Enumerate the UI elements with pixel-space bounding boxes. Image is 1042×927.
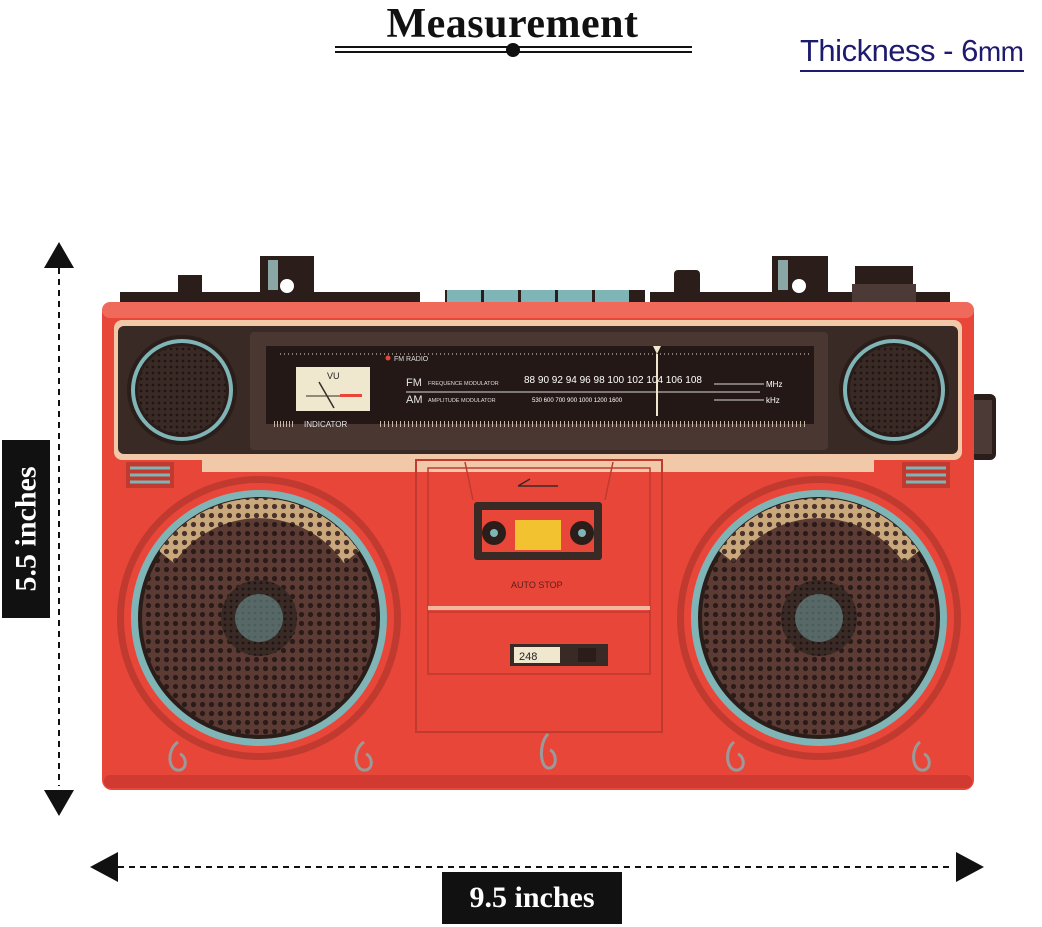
am-scale-text: 530 600 700 900 1000 1200 1600 bbox=[532, 398, 623, 404]
counter-text: 248 bbox=[519, 651, 537, 663]
thickness-value: 6 bbox=[961, 33, 978, 68]
vu-text: VU bbox=[327, 371, 340, 381]
tweeter-left bbox=[127, 335, 237, 445]
height-label: 5.5 inches bbox=[2, 440, 50, 618]
title-underline bbox=[335, 43, 692, 57]
tweeter-right bbox=[839, 335, 949, 445]
thickness-label: Thickness - 6mm bbox=[800, 34, 1024, 72]
woofer-left bbox=[117, 476, 401, 760]
khz-text: kHz bbox=[766, 396, 780, 405]
mhz-text: MHz bbox=[766, 380, 782, 389]
cassette-deck: AUTO STOP 248 bbox=[415, 459, 663, 733]
fm-radio-text: FM RADIO bbox=[394, 356, 429, 363]
page-title: Measurement bbox=[386, 1, 639, 47]
top-controls bbox=[120, 256, 950, 304]
boombox-illustration: FM RADIO VU FM AM FREQUENCE MODULATOR AM… bbox=[102, 256, 996, 790]
height-arrow bbox=[44, 242, 74, 816]
width-label: 9.5 inches bbox=[442, 872, 622, 924]
width-arrow bbox=[90, 852, 984, 882]
woofer-right bbox=[677, 476, 961, 760]
indicator-text: INDICATOR bbox=[304, 420, 347, 429]
vent-left bbox=[126, 462, 174, 488]
vent-right bbox=[902, 462, 950, 488]
fm-desc-text: FREQUENCE MODULATOR bbox=[428, 381, 499, 387]
thickness-unit: mm bbox=[977, 36, 1024, 67]
key-hooks bbox=[168, 732, 931, 772]
am-desc-text: AMPLITUDE MODULATOR bbox=[428, 398, 496, 404]
auto-stop-text: AUTO STOP bbox=[511, 580, 563, 590]
fm-text: FM bbox=[406, 377, 422, 389]
fm-scale-text: 88 90 92 94 96 98 100 102 104 106 108 bbox=[524, 375, 702, 386]
thickness-text: Thickness - bbox=[800, 33, 962, 68]
am-text: AM bbox=[406, 394, 423, 406]
